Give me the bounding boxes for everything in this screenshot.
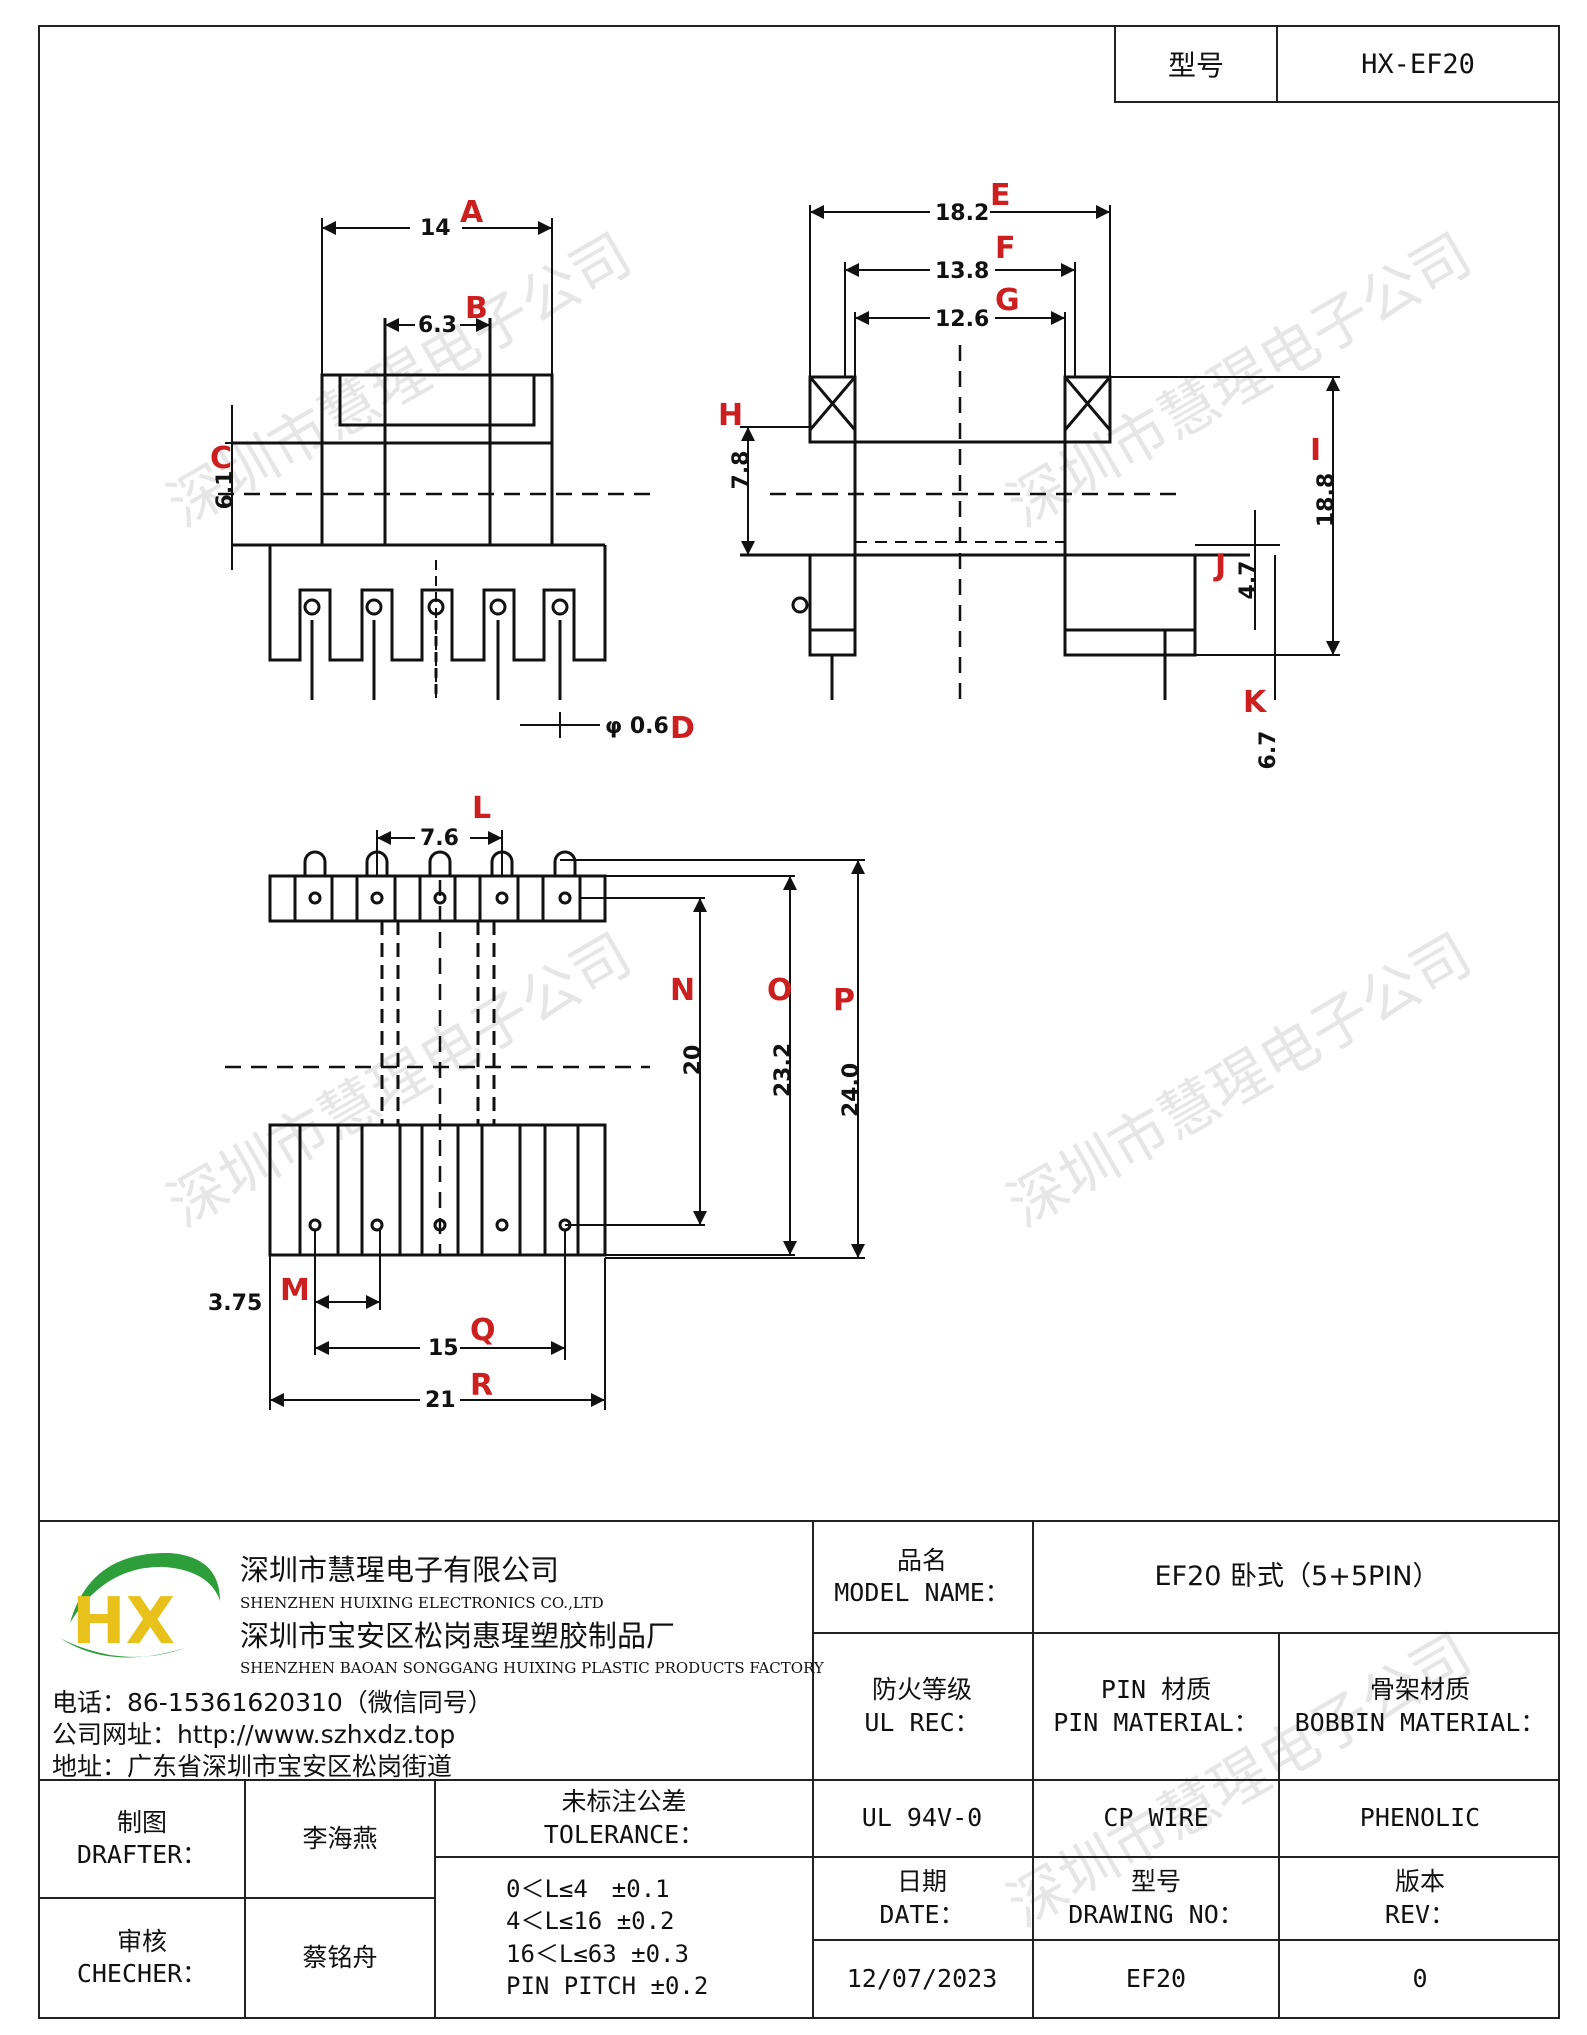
tolerance-table: 0＜L≤4 ±0.1 4＜L≤16 ±0.2 16＜L≤63 ±0.3 PIN … xyxy=(506,1858,806,2017)
grid-line xyxy=(434,1856,812,1858)
dim-Q-value: 15 xyxy=(428,1336,459,1361)
dim-E-value: 18.2 xyxy=(935,201,989,226)
bobbin-material-value: PHENOLIC xyxy=(1359,1803,1481,1833)
model-label: 型号 xyxy=(1116,27,1278,101)
factory-name-cn: 深圳市宝安区松岗惠瑆塑胶制品厂 xyxy=(240,1619,676,1653)
ref-letter-M: M xyxy=(280,1273,310,1308)
front-view xyxy=(218,218,650,738)
grid-line xyxy=(1032,1520,1034,2019)
ul-rec-value: UL 94V-0 xyxy=(861,1803,983,1833)
grid-line xyxy=(38,1897,434,1899)
bobbin-material-label: 骨架材质 BOBBIN MATERIAL： xyxy=(1294,1675,1546,1737)
ref-letter-A: A xyxy=(460,195,484,230)
dim-M-value: 3.75 xyxy=(208,1291,262,1316)
ref-letter-C: C xyxy=(210,441,232,476)
rev-label: 版本 REV： xyxy=(1384,1867,1456,1929)
date-value: 12/07/2023 xyxy=(846,1963,998,1993)
grid-line xyxy=(244,1779,246,2019)
grid-line xyxy=(812,1520,814,2019)
grid-line xyxy=(1278,1632,1280,2019)
tolerance-line: 0＜L≤4 ±0.1 xyxy=(506,1874,670,1903)
ref-letter-D: D xyxy=(670,711,695,746)
pin-material-value: CP WIRE xyxy=(1103,1803,1209,1833)
dim-P-value: 24.0 xyxy=(839,1063,864,1117)
company-name-cn: 深圳市慧瑆电子有限公司 xyxy=(240,1553,560,1587)
model-value: HX-EF20 xyxy=(1361,48,1475,80)
dim-N-value: 20 xyxy=(681,1045,706,1076)
drawing-no-value: EF20 xyxy=(1125,1963,1187,1993)
drafter-label: 制图 DRAFTER： xyxy=(76,1807,208,1870)
dim-I-value: 18.8 xyxy=(1314,473,1339,527)
logo-text: HX xyxy=(72,1585,175,1659)
technical-drawing: 14 6.3 6.1 φ 0.6 18.2 13.8 12.6 7.8 18.8… xyxy=(208,178,1340,1413)
titleblock-top-line xyxy=(38,1520,1560,1522)
company-block: HX 深圳市慧瑆电子有限公司 SHENZHEN HUIXING ELECTRON… xyxy=(40,1525,824,1781)
dim-D-value: φ 0.6 xyxy=(605,714,669,739)
dim-R-value: 21 xyxy=(425,1388,456,1413)
model-name-label: 品名 MODEL NAME： xyxy=(834,1545,1010,1608)
ref-letter-Q: Q xyxy=(470,1313,496,1348)
product-name: EF20 卧式（5+5PIN） xyxy=(1154,1561,1440,1593)
ref-letter-J: J xyxy=(1213,548,1226,583)
rev-value: 0 xyxy=(1412,1963,1428,1993)
company-website[interactable]: 公司网址：http://www.szhxdz.top xyxy=(52,1720,456,1749)
dim-O-value: 23.2 xyxy=(771,1043,796,1097)
tolerance-label: 未标注公差 TOLERANCE： xyxy=(543,1787,705,1849)
ref-letter-R: R xyxy=(470,1368,493,1403)
dim-G-value: 12.6 xyxy=(935,307,989,332)
grid-line xyxy=(812,1939,1560,1941)
company-address: 地址：广东省深圳市宝安区松岗街道 xyxy=(52,1752,453,1781)
tolerance-line: 4＜L≤16 ±0.2 xyxy=(506,1907,675,1936)
ref-letter-H: H xyxy=(718,398,743,433)
dim-C-value: 6.1 xyxy=(213,471,238,510)
dim-L-value: 7.6 xyxy=(420,826,459,851)
ref-letter-F: F xyxy=(995,231,1016,266)
grid-line xyxy=(434,1779,436,2019)
drafter-value: 李海燕 xyxy=(302,1823,378,1853)
checker-value: 蔡铭舟 xyxy=(302,1942,378,1972)
tolerance-line: 16＜L≤63 ±0.3 xyxy=(506,1939,689,1968)
ref-letter-O: O xyxy=(767,973,793,1008)
ref-letter-P: P xyxy=(833,983,855,1018)
date-label: 日期 DATE： xyxy=(879,1867,965,1929)
company-name-en: SHENZHEN HUIXING ELECTRONICS CO.,LTD xyxy=(240,1594,604,1612)
ref-letter-G: G xyxy=(995,283,1020,318)
model-header: 型号 HX-EF20 xyxy=(1114,25,1560,103)
checker-label: 审核 CHECHER： xyxy=(76,1926,208,1989)
grid-line xyxy=(812,1632,1560,1634)
tolerance-line: PIN PITCH ±0.2 xyxy=(506,1971,709,2000)
ref-letter-N: N xyxy=(670,973,695,1008)
dim-F-value: 13.8 xyxy=(935,259,989,284)
dim-A-value: 14 xyxy=(420,216,451,241)
dim-H-value: 7.8 xyxy=(729,451,754,490)
dim-B-value: 6.3 xyxy=(418,313,457,338)
ref-letter-L: L xyxy=(472,791,491,826)
grid-line xyxy=(38,1779,1560,1781)
pin-material-label: PIN 材质 PIN MATERIAL： xyxy=(1053,1675,1259,1737)
grid-line xyxy=(812,1856,1560,1858)
dim-K-value: 6.7 xyxy=(1256,731,1281,770)
side-view xyxy=(740,205,1340,700)
drawing-sheet xyxy=(38,25,1560,2019)
ref-letter-K: K xyxy=(1243,685,1268,720)
ref-letter-B: B xyxy=(465,291,488,326)
bottom-view xyxy=(225,830,865,1410)
factory-name-en: SHENZHEN BAOAN SONGGANG HUIXING PLASTIC … xyxy=(240,1659,824,1677)
ul-rec-label: 防火等级 UL REC： xyxy=(864,1675,980,1737)
company-phone: 电话：86-15361620310（微信同号） xyxy=(52,1688,493,1717)
ref-letter-I: I xyxy=(1310,433,1321,468)
dim-J-value: 4.7 xyxy=(1236,561,1261,600)
ref-letter-E: E xyxy=(990,178,1011,213)
drawing-no-label: 型号 DRAWING NO： xyxy=(1068,1867,1244,1929)
company-logo: HX xyxy=(60,1552,220,1659)
